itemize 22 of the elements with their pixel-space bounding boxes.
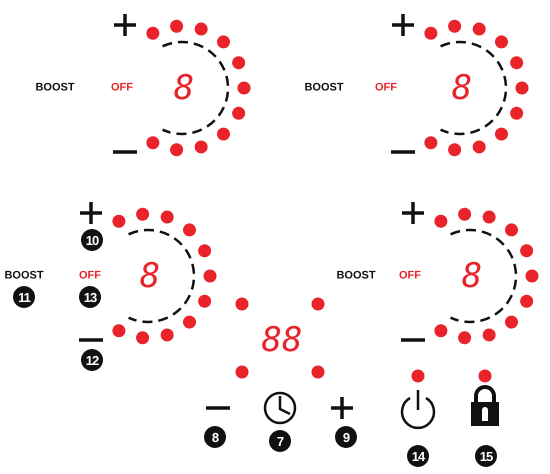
callout-number: 8 xyxy=(204,426,226,448)
callout-number: 10 xyxy=(81,229,103,251)
digit-display: 8 xyxy=(174,71,194,105)
callout-number: 14 xyxy=(407,445,429,467)
boost-label: BOOST xyxy=(336,270,376,282)
digit-display: 8 xyxy=(140,259,160,293)
callout-number: 13 xyxy=(79,286,101,308)
boost-label: BOOST xyxy=(35,82,75,94)
off-label: OFF xyxy=(375,82,397,94)
boost-label: BOOST xyxy=(304,82,344,94)
digit-display: 88 xyxy=(262,323,302,357)
callout-number: 7 xyxy=(269,430,291,452)
callout-number: 11 xyxy=(13,286,35,308)
off-label: OFF xyxy=(79,270,101,282)
off-label: OFF xyxy=(111,82,133,94)
callout-number: 9 xyxy=(335,426,357,448)
boost-label: BOOST xyxy=(4,270,44,282)
off-label: OFF xyxy=(399,270,421,282)
digit-display: 8 xyxy=(452,71,472,105)
digit-display: 8 xyxy=(462,259,482,293)
callout-number: 15 xyxy=(475,445,497,467)
callout-number: 12 xyxy=(81,349,103,371)
